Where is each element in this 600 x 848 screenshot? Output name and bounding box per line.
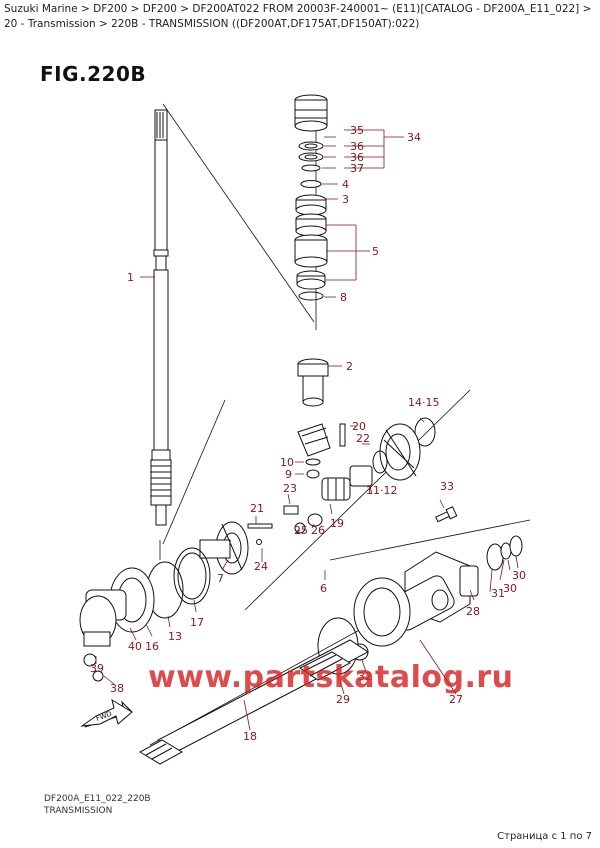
callout-26[interactable]: 26	[311, 524, 325, 537]
bearing-part[interactable]	[486, 543, 504, 571]
figure-code: DF200A_E11_022_220B	[44, 794, 151, 804]
callout-23[interactable]: 23	[283, 482, 297, 495]
oil-seal-rear-part[interactable]	[509, 535, 523, 557]
retainer-part[interactable]	[307, 513, 323, 527]
callout-30[interactable]: 30	[512, 569, 526, 582]
figure-name: TRANSMISSION	[44, 806, 113, 816]
propeller-shaft-part[interactable]	[138, 639, 369, 765]
nut-part[interactable]	[306, 469, 320, 479]
needle-bearing-part[interactable]	[459, 565, 479, 597]
gear-carrier-part[interactable]	[79, 595, 117, 682]
gear-case-part[interactable]	[353, 551, 471, 647]
clutch-dog-part[interactable]	[321, 477, 351, 501]
bolt-part[interactable]	[435, 506, 458, 523]
callout-14-15[interactable]: 14·15	[408, 396, 440, 409]
callout-32[interactable]: 32	[358, 670, 372, 683]
callout-35[interactable]: 35	[350, 124, 364, 137]
callout-22[interactable]: 22	[356, 432, 370, 445]
callout-6[interactable]: 6	[320, 582, 327, 595]
callout-25[interactable]: 25	[294, 524, 308, 537]
callout-19[interactable]: 19	[330, 517, 344, 530]
o-ring-part[interactable]	[301, 164, 321, 172]
callout-2[interactable]: 2	[346, 360, 353, 373]
callout-36[interactable]: 36	[350, 151, 364, 164]
callout-8[interactable]: 8	[340, 291, 347, 304]
breadcrumb: Suzuki Marine > DF200 > DF200 > DF200AT0…	[4, 3, 592, 30]
callout-40[interactable]: 40	[128, 640, 142, 653]
callout-5[interactable]: 5	[372, 245, 379, 258]
clutch-sleeve-part[interactable]	[349, 465, 373, 487]
o-ring-rear-part[interactable]	[500, 542, 512, 560]
callout-28[interactable]: 28	[466, 605, 480, 618]
thrust-washer-part[interactable]	[372, 450, 388, 474]
callout-36[interactable]: 36	[350, 140, 364, 153]
callout-31[interactable]: 31	[491, 587, 505, 600]
tapered-bearing-part[interactable]	[295, 194, 327, 216]
callout-24[interactable]: 24	[254, 560, 268, 573]
callout-10[interactable]: 10	[280, 456, 294, 469]
callout-21[interactable]: 21	[250, 502, 264, 515]
callout-38[interactable]: 38	[110, 682, 124, 695]
callout-11-12[interactable]: 11·12	[366, 484, 398, 497]
callout-13[interactable]: 13	[168, 630, 182, 643]
figure-title: FIG.220B	[40, 62, 147, 86]
ball-part[interactable]	[294, 522, 306, 534]
callout-20[interactable]: 20	[352, 420, 366, 433]
bearing-assembly-part[interactable]	[294, 213, 328, 290]
bearing-ring-part[interactable]	[173, 547, 211, 605]
spring-part[interactable]	[283, 505, 299, 515]
bearing-housing-part[interactable]	[294, 94, 328, 132]
callout-39[interactable]: 39	[90, 662, 104, 675]
callout-27[interactable]: 27	[449, 693, 463, 706]
callout-29[interactable]: 29	[336, 693, 350, 706]
callout-33[interactable]: 33	[440, 480, 454, 493]
callout-34[interactable]: 34	[407, 131, 421, 144]
callout-7[interactable]: 7	[217, 572, 224, 585]
snap-ring-part[interactable]	[298, 291, 324, 301]
reverse-gear-part[interactable]	[199, 521, 249, 575]
oil-seal-part[interactable]	[298, 152, 324, 162]
forward-gear-part[interactable]	[379, 423, 421, 481]
page-indicator: Страница с 1 по 7	[497, 831, 592, 842]
callout-17[interactable]: 17	[190, 616, 204, 629]
washer-part[interactable]	[305, 458, 321, 466]
callout-16[interactable]: 16	[145, 640, 159, 653]
callout-30[interactable]: 30	[503, 582, 517, 595]
shift-rod-part[interactable]	[247, 523, 273, 529]
shim-ring-part[interactable]	[414, 417, 436, 447]
callout-9[interactable]: 9	[285, 468, 292, 481]
callout-4[interactable]: 4	[342, 178, 349, 191]
callout-37[interactable]: 37	[350, 162, 364, 175]
drive-shaft-part[interactable]	[150, 109, 172, 526]
oil-seal-part[interactable]	[298, 141, 324, 151]
watermark-text: www.partskatalog.ru	[148, 660, 514, 695]
shim-part[interactable]	[300, 180, 322, 188]
sleeve-part[interactable]	[297, 358, 329, 407]
pin-part[interactable]	[339, 423, 346, 447]
callout-1[interactable]: 1	[127, 271, 134, 284]
callout-18[interactable]: 18	[243, 730, 257, 743]
callout-3[interactable]: 3	[342, 193, 349, 206]
forward-direction-arrow	[80, 698, 133, 728]
pinion-gear-part[interactable]	[297, 423, 331, 457]
